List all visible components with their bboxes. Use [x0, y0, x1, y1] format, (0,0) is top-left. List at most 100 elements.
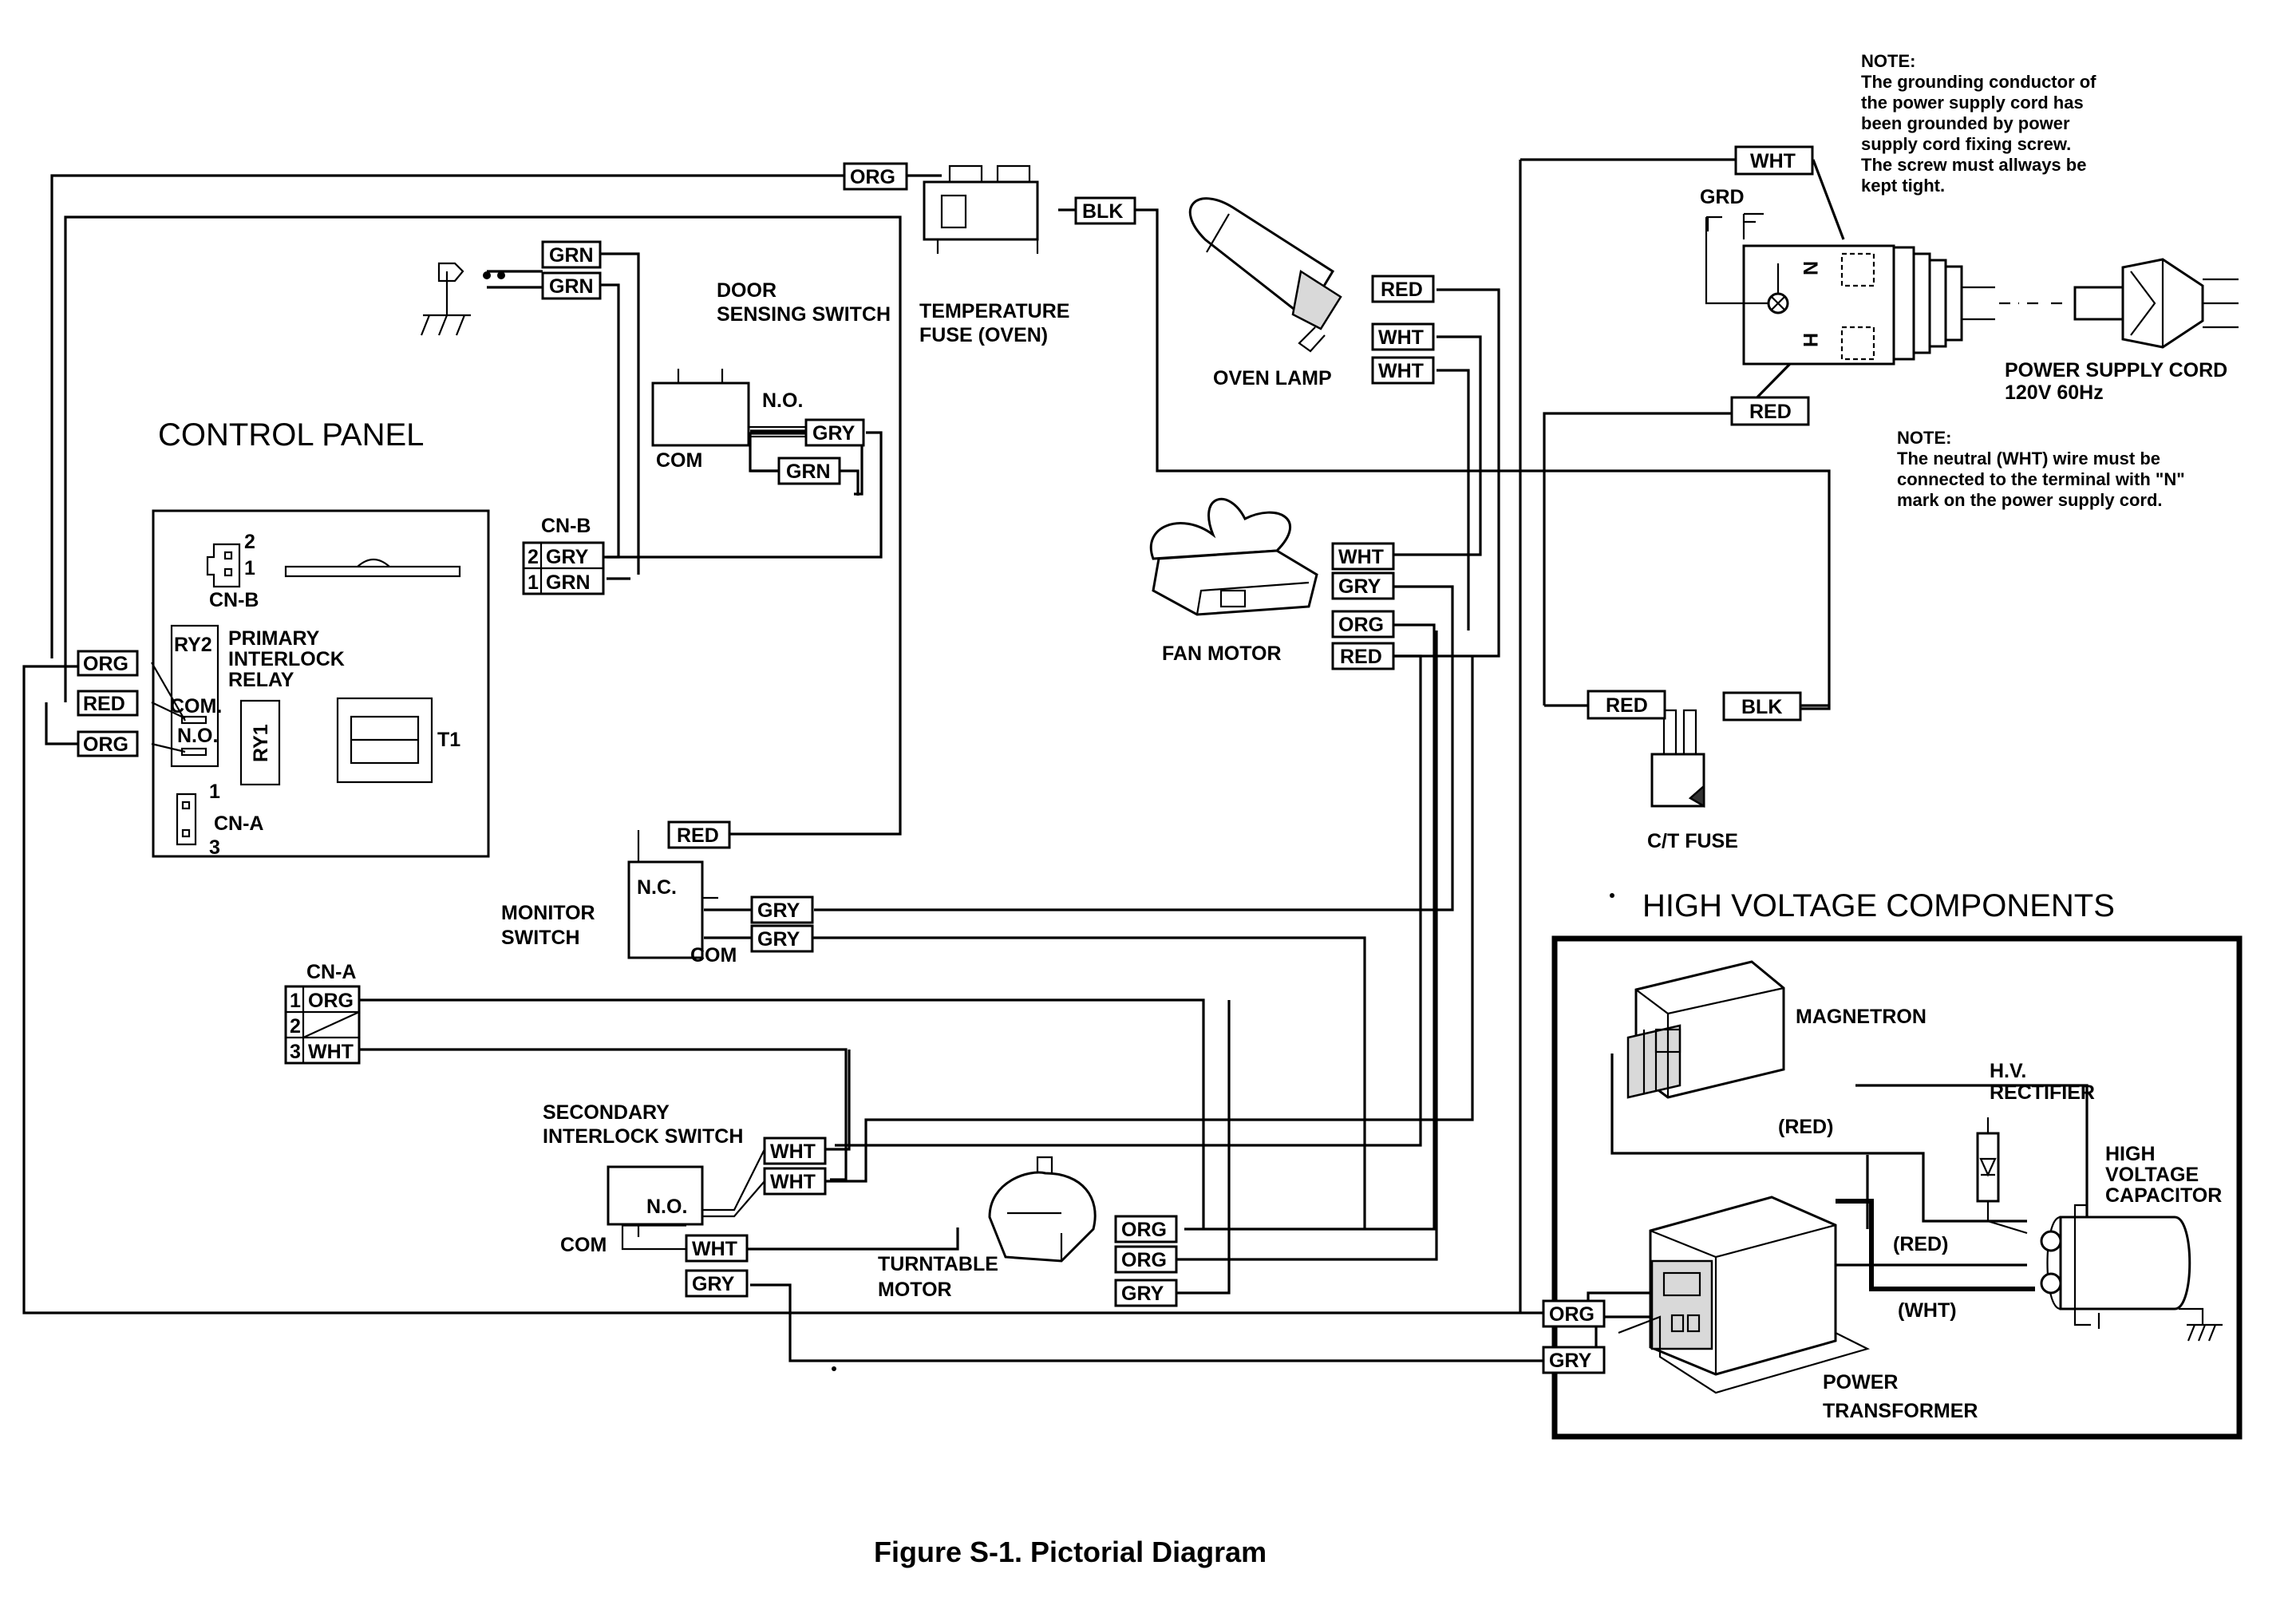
svg-text:COM: COM: [656, 449, 702, 472]
svg-text:1: 1: [528, 571, 539, 594]
svg-text:GRY: GRY: [546, 546, 589, 568]
control-panel: CONTROL PANEL 2 1 CN-B RY2 COM. N.O. PRI…: [151, 417, 490, 859]
label-wht-sec-3: WHT: [685, 1234, 749, 1263]
svg-text:WHT: WHT: [1750, 150, 1796, 172]
svg-text:GRY: GRY: [1121, 1283, 1164, 1305]
wire-grn-ground: [487, 252, 640, 575]
svg-text:N.O.: N.O.: [762, 389, 803, 412]
svg-text:TURNTABLE: TURNTABLE: [878, 1253, 998, 1275]
hv-capacitor: HIGH VOLTAGE CAPACITOR: [2040, 1143, 2223, 1342]
svg-text:ORG: ORG: [83, 653, 128, 675]
label-red-lamp: RED: [1371, 275, 1435, 303]
svg-text:TRANSFORMER: TRANSFORMER: [1823, 1400, 1978, 1422]
board-slot: [284, 565, 461, 578]
label-wht-cord: WHT: [1734, 145, 1814, 176]
label-wht-lamp-2: WHT: [1371, 356, 1435, 385]
svg-text:GRY: GRY: [692, 1273, 735, 1295]
control-board: [152, 509, 490, 858]
secondary-interlock-switch: SECONDARY INTERLOCK SWITCH N.O. COM: [543, 1101, 765, 1256]
svg-text:1: 1: [209, 781, 220, 803]
svg-text:RED: RED: [83, 693, 125, 715]
svg-text:CAPACITOR: CAPACITOR: [2105, 1184, 2222, 1207]
svg-text:ORG: ORG: [308, 990, 354, 1012]
svg-text:MOTOR: MOTOR: [878, 1279, 952, 1301]
label-wht-lamp-1: WHT: [1371, 322, 1435, 351]
label-org-transformer: ORG: [1542, 1299, 1606, 1328]
label-wht-sec-1: WHT: [763, 1137, 827, 1165]
wire-turntable: [746, 631, 1438, 1261]
svg-text:MONITOR: MONITOR: [501, 902, 595, 924]
svg-text:The grounding conductor of: The grounding conductor of: [1861, 72, 2096, 92]
svg-text:1: 1: [244, 557, 255, 579]
svg-text:supply cord fixing screw.: supply cord fixing screw.: [1861, 134, 2071, 154]
label-org-tt-2: ORG: [1114, 1245, 1178, 1274]
svg-text:ORG: ORG: [1549, 1303, 1595, 1326]
hv-wht-label: (WHT): [1898, 1299, 1957, 1322]
svg-text:WHT: WHT: [770, 1140, 816, 1163]
svg-text:WHT: WHT: [1338, 546, 1384, 568]
cn-b-connector: CN-B 2 1 GRY GRN: [522, 515, 605, 595]
svg-text:ORG: ORG: [83, 733, 128, 756]
wire-hv-red: [1610, 1053, 2089, 1229]
oven-lamp: OVEN LAMP: [1188, 197, 1342, 389]
primary-relay-label: PRIMARY INTERLOCK RELAY: [228, 627, 345, 691]
svg-text:ORG: ORG: [850, 166, 895, 188]
wire-labels: ORG RED ORG ORG BLK GRN GRN GRY GRN RED …: [77, 145, 1814, 1374]
svg-text:The neutral (WHT) wire must be: The neutral (WHT) wire must be: [1897, 449, 2160, 468]
label-red-fan: RED: [1331, 642, 1395, 670]
svg-text:H.V.: H.V.: [1990, 1060, 2026, 1082]
wire-secondary: [826, 656, 1474, 1183]
svg-text:2: 2: [290, 1015, 301, 1038]
label-gry-transformer: GRY: [1542, 1346, 1606, 1374]
svg-text:SWITCH: SWITCH: [501, 927, 580, 949]
hv-rectifier: H.V. RECTIFIER: [1976, 1060, 2095, 1235]
svg-text:CN-A: CN-A: [214, 812, 264, 835]
wires: [22, 158, 2089, 1362]
svg-text:RECTIFIER: RECTIFIER: [1990, 1081, 2095, 1104]
t1-transformer: [336, 697, 433, 784]
label-gry-door: GRY: [804, 418, 865, 447]
wire-panel-red: [64, 215, 902, 836]
svg-text:GRD: GRD: [1700, 186, 1745, 208]
door-sensing-switch: DOOR SENSING SWITCH N.O. COM: [651, 279, 891, 472]
svg-text:N.C.: N.C.: [637, 876, 677, 899]
svg-text:VOLTAGE: VOLTAGE: [2105, 1164, 2199, 1186]
svg-text:CN-B: CN-B: [209, 589, 259, 611]
svg-text:N.O.: N.O.: [646, 1196, 687, 1218]
svg-text:NOTE:: NOTE:: [1897, 428, 1951, 448]
wire-org-top: [50, 174, 942, 658]
svg-text:WHT: WHT: [770, 1171, 816, 1193]
label-gry-fan: GRY: [1331, 571, 1395, 600]
svg-text:SECONDARY: SECONDARY: [543, 1101, 670, 1124]
svg-text:3: 3: [290, 1041, 301, 1063]
svg-text:N.O.: N.O.: [177, 725, 218, 747]
monitor-switch: N.C. COM MONITOR SWITCH: [501, 830, 737, 967]
svg-text:COM: COM: [690, 944, 737, 967]
label-org-top: ORG: [843, 162, 908, 191]
svg-text:GRN: GRN: [549, 244, 594, 267]
svg-text:connected to the terminal with: connected to the terminal with "N": [1897, 469, 2185, 489]
label-org-panel-1: ORG: [77, 650, 139, 677]
label-red-ct: RED: [1587, 690, 1666, 720]
power-cord-label: POWER SUPPLY CORD 120V 60Hz: [2005, 359, 2227, 404]
svg-text:N: N: [1799, 261, 1821, 275]
label-org-tt-1: ORG: [1114, 1215, 1178, 1243]
fan-motor: FAN MOTOR: [1149, 497, 1318, 665]
wire-sec-gry: [622, 1223, 1543, 1362]
label-grn-2: GRN: [541, 271, 602, 300]
svg-text:FAN MOTOR: FAN MOTOR: [1162, 642, 1282, 665]
label-org-fan: ORG: [1331, 610, 1395, 638]
wire-org-left: [22, 665, 1543, 1314]
svg-text:GRY: GRY: [757, 928, 800, 951]
magnetron: MAGNETRON: [1626, 960, 1927, 1099]
wire-door-switch-2: [750, 429, 860, 496]
high-voltage-section: HIGH VOLTAGE COMPONENTS MAGNETRON H.V. R…: [1551, 888, 2243, 1440]
label-gry-monitor-2: GRY: [750, 924, 814, 953]
svg-text:GRY: GRY: [1338, 575, 1381, 598]
wire-door-switch: [607, 431, 883, 580]
svg-text:CN-A: CN-A: [306, 961, 357, 983]
wire-ct-fuse: [1543, 324, 1829, 707]
hv-red-label-2: (RED): [1893, 1233, 1948, 1255]
svg-text:H: H: [1799, 333, 1821, 347]
